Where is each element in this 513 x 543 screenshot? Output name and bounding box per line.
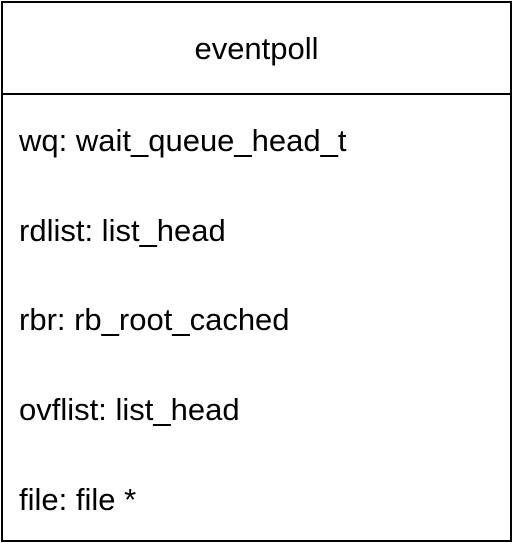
field-rdlist: rdlist: list_head [19, 213, 226, 248]
class-name-header: eventpoll [3, 3, 510, 95]
class-name: eventpoll [194, 30, 319, 66]
field-file: file: file * [19, 482, 137, 517]
field-wq: wq: wait_queue_head_t [19, 123, 347, 158]
field-list: wq: wait_queue_head_t rdlist: list_head … [3, 95, 510, 540]
field-ovflist: ovflist: list_head [19, 392, 240, 427]
field-rbr: rbr: rb_root_cached [19, 302, 290, 337]
